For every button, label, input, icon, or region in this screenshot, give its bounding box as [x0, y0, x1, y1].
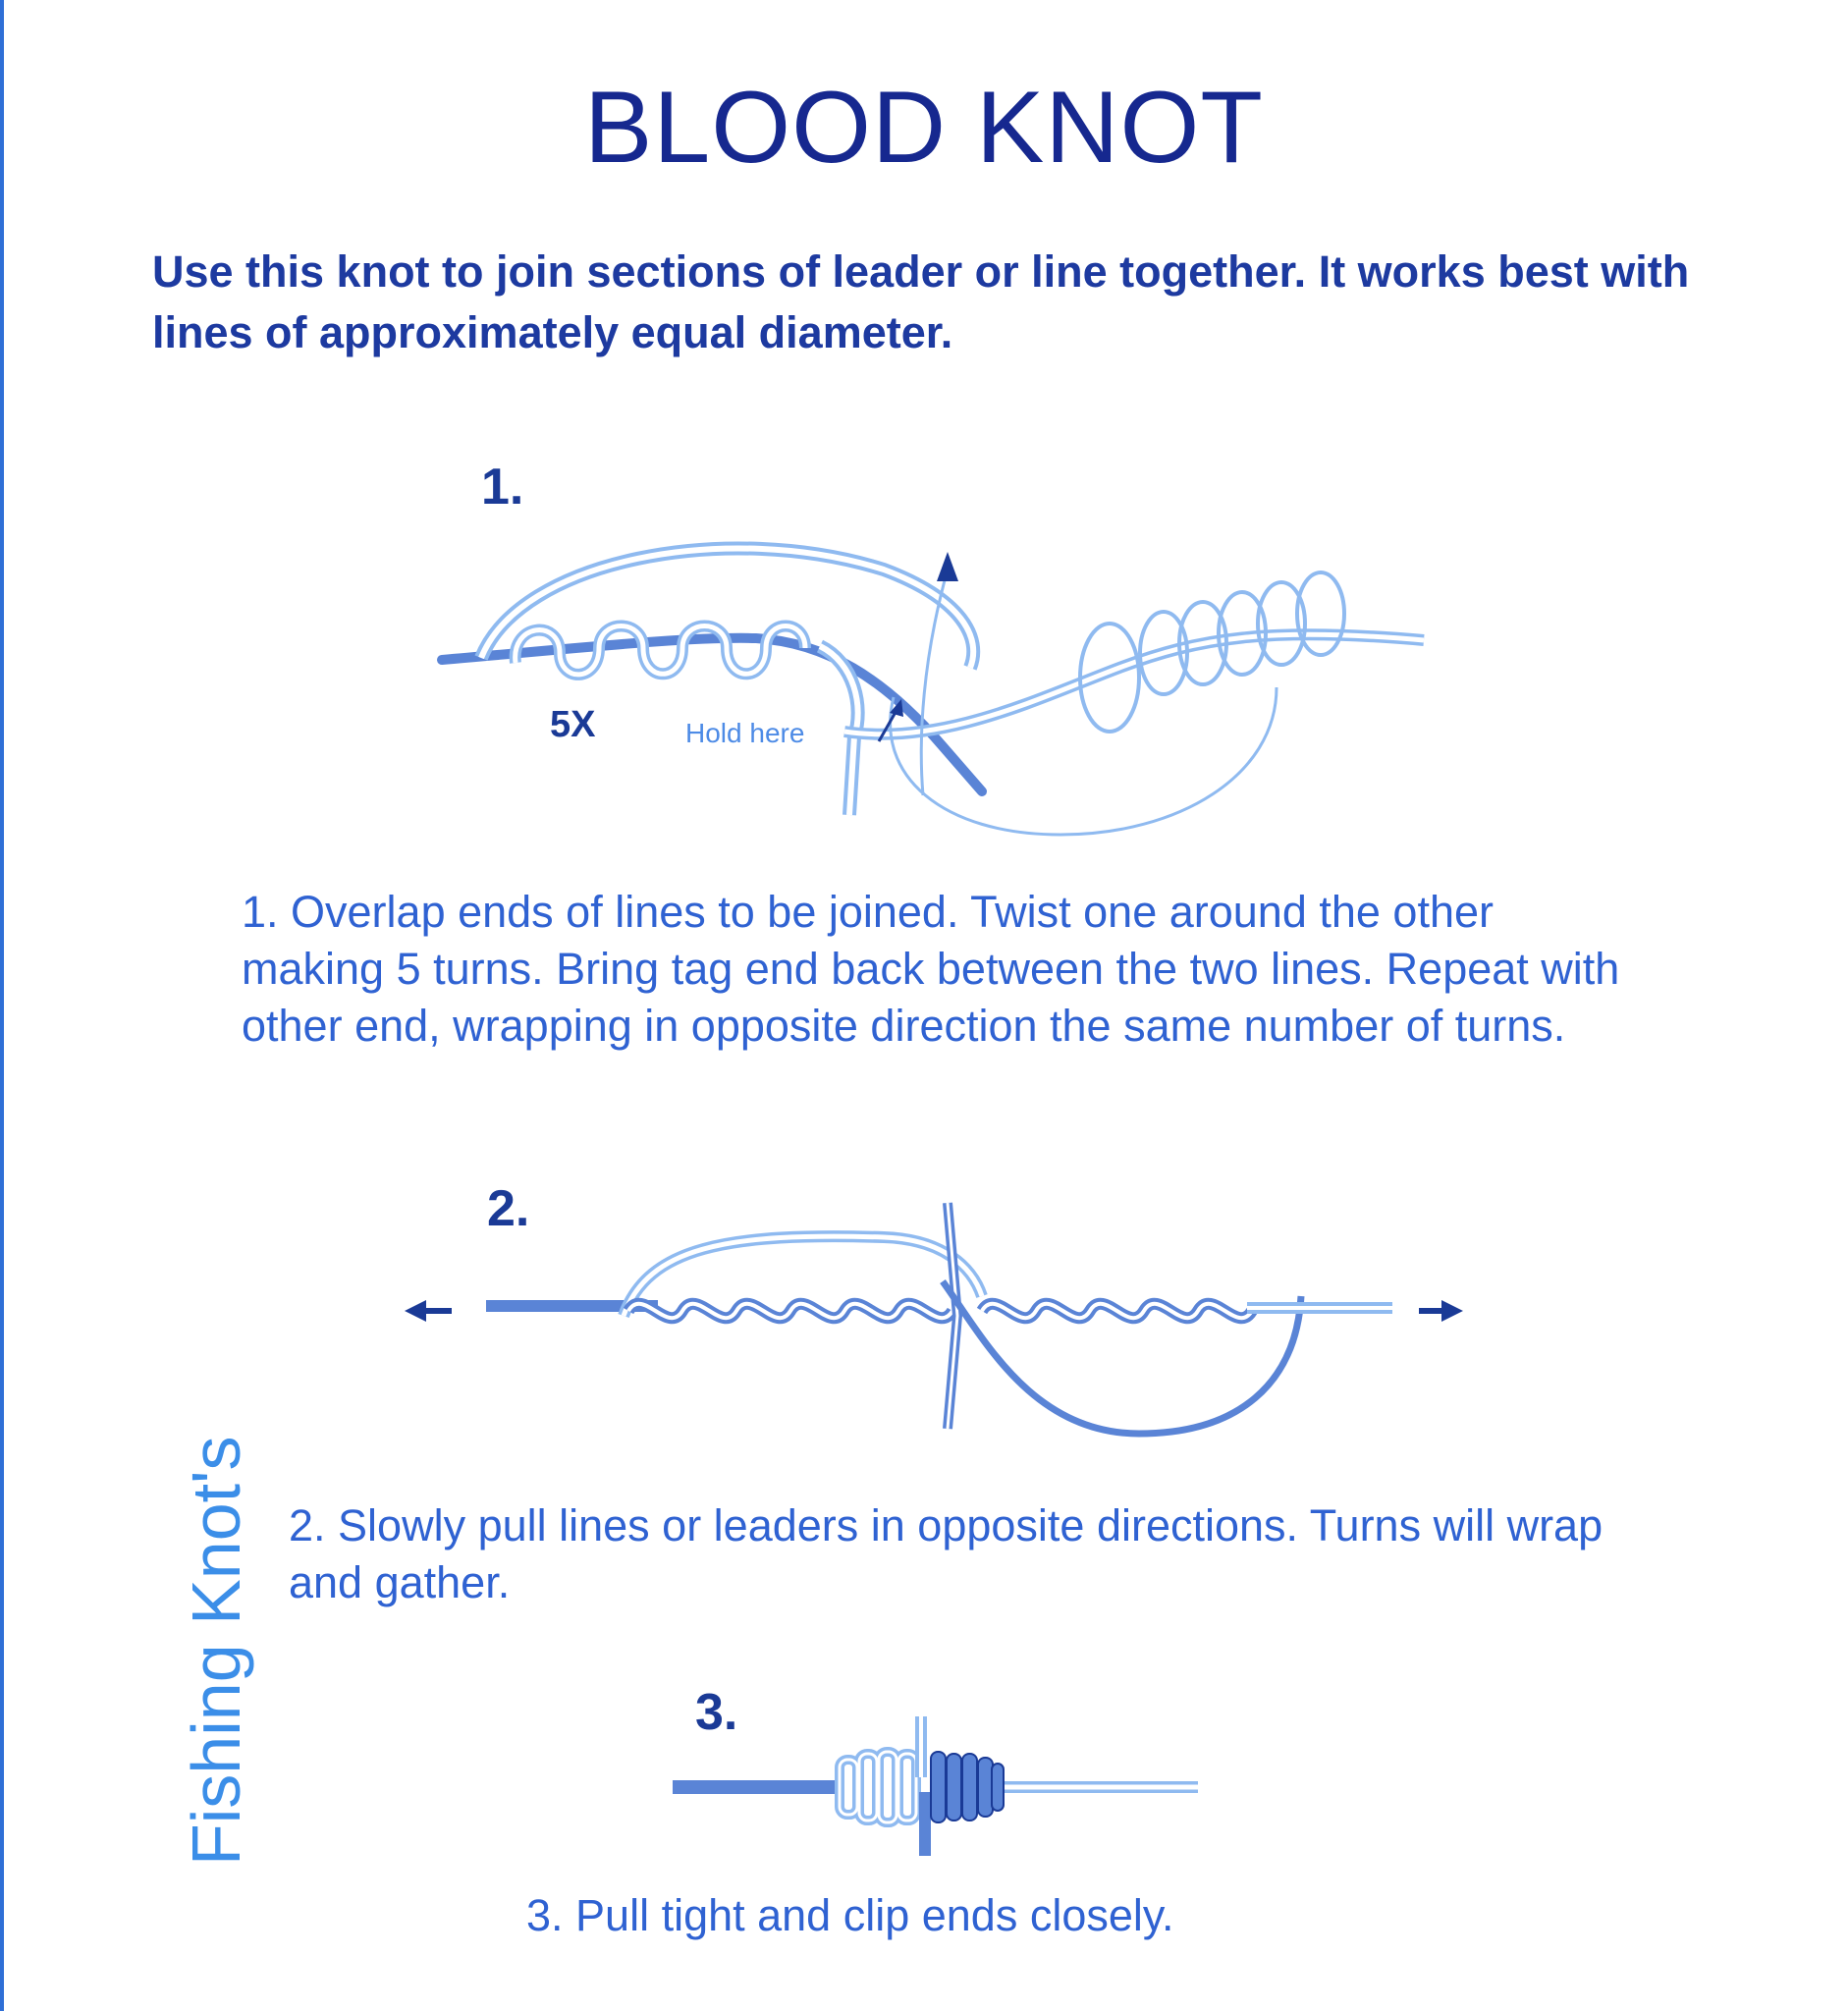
step-2-text: 2. Slowly pull lines or leaders in oppos… — [289, 1500, 1603, 1607]
step-1-up-arrow-head — [937, 552, 958, 581]
side-label: Fishing Knot's — [178, 1436, 254, 1866]
step-1-up-arrow-line — [919, 569, 950, 796]
step-1-right-loop — [889, 686, 1278, 837]
intro-text: Use this knot to join sections of leader… — [152, 246, 1690, 357]
step-3-number: 3. — [695, 1684, 738, 1741]
step-3-figure — [673, 1716, 1198, 1856]
step-1-text: 1. Overlap ends of lines to be joined. T… — [242, 887, 1620, 1051]
step-2-number: 2. — [487, 1180, 530, 1237]
step-3-right-coils — [930, 1751, 1005, 1823]
step-1-number: 1. — [481, 459, 524, 516]
step-1-right-coils — [1078, 571, 1346, 734]
step-2-figure — [405, 1202, 1463, 1438]
step-1-figure: 5X Hold here — [437, 541, 1425, 837]
page-title: BLOOD KNOT — [584, 71, 1264, 185]
step-1-turns-label: 5X — [550, 704, 596, 745]
left-border — [0, 0, 4, 2011]
step-3-text: 3. Pull tight and clip ends closely. — [526, 1890, 1174, 1940]
step-1-hold-label: Hold here — [685, 718, 804, 748]
step-2-bottom-loop — [940, 1278, 1305, 1438]
